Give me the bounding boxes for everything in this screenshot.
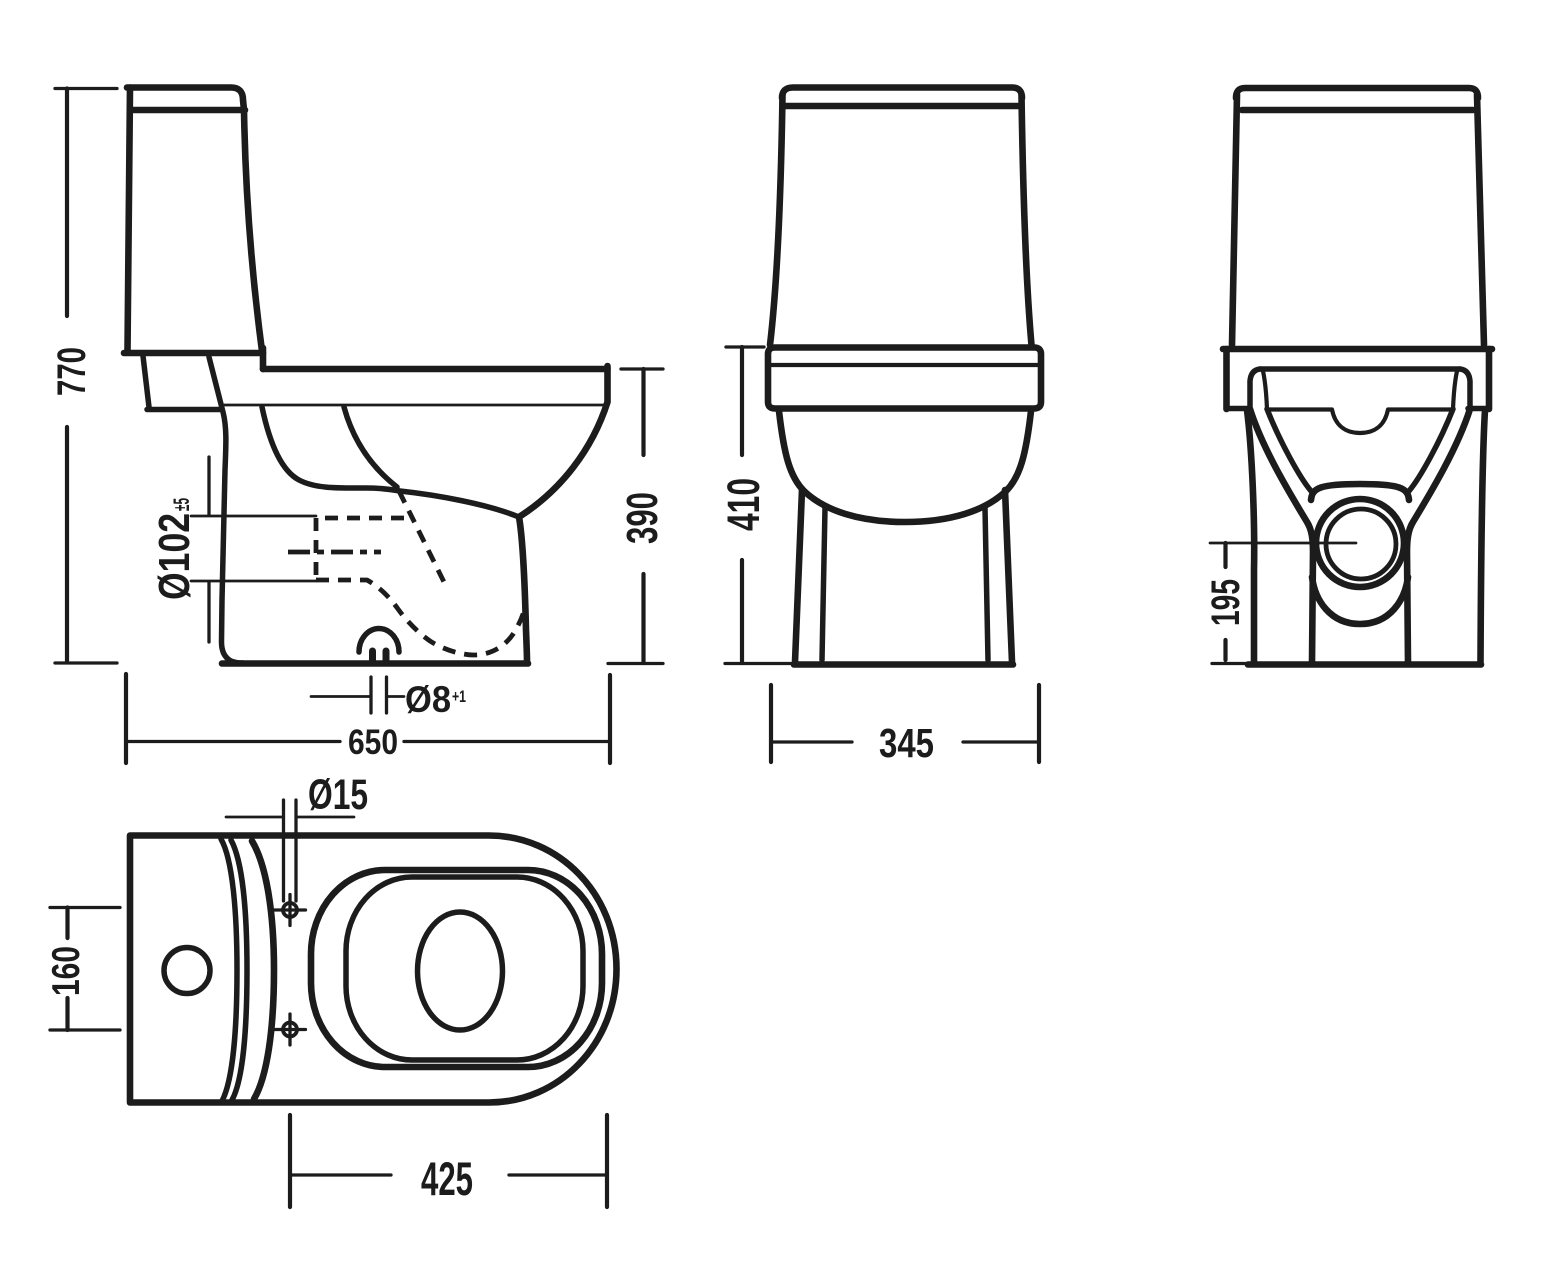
- svg-text:425: 425: [421, 1152, 473, 1205]
- svg-text:160: 160: [45, 946, 88, 996]
- svg-text:345: 345: [879, 720, 934, 766]
- svg-text:±5: ±5: [169, 498, 194, 511]
- svg-text:410: 410: [718, 478, 769, 531]
- svg-text:770: 770: [50, 347, 94, 396]
- svg-text:390: 390: [618, 492, 667, 544]
- svg-text:Ø102: Ø102: [150, 513, 199, 600]
- svg-text:Ø8: Ø8: [405, 679, 451, 720]
- svg-text:650: 650: [348, 723, 398, 762]
- svg-text:Ø15: Ø15: [308, 771, 368, 819]
- svg-text:195: 195: [1204, 579, 1248, 626]
- svg-text:+1: +1: [452, 687, 466, 706]
